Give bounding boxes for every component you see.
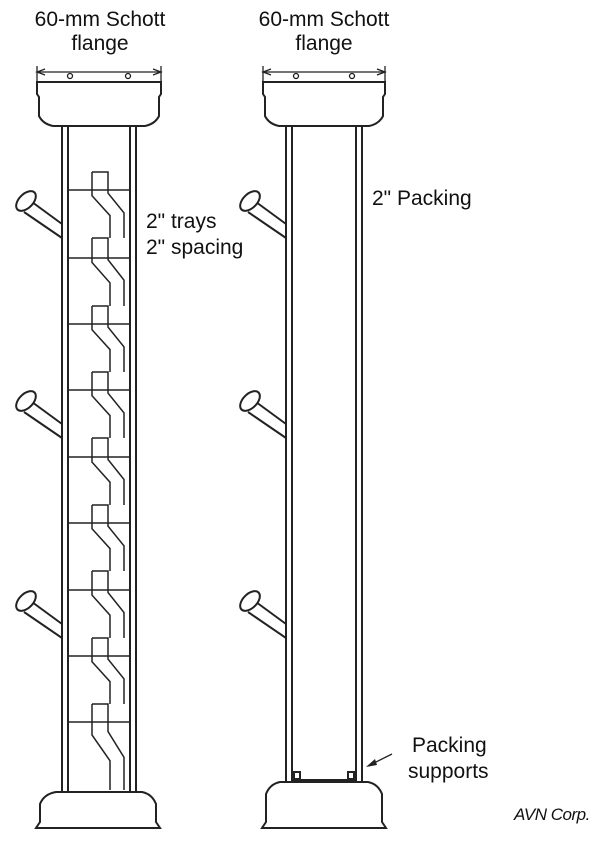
left-side-port-2 — [15, 390, 63, 439]
downcomer — [92, 171, 125, 238]
downcomer — [92, 570, 125, 638]
left-flange-dimension — [35, 66, 163, 82]
right-top-flange — [262, 81, 386, 127]
right-column-packed — [239, 66, 393, 829]
right-side-port-3 — [239, 590, 287, 639]
left-side-port-3 — [15, 590, 63, 639]
downcomer — [92, 237, 125, 306]
downcomer — [92, 504, 125, 571]
downcomer — [91, 505, 111, 571]
left-column-tray — [15, 66, 163, 829]
downcomer — [91, 438, 111, 505]
right-bottom-flange — [260, 781, 388, 829]
left-side-port-1 — [15, 190, 63, 239]
downcomer — [92, 371, 125, 438]
right-flange-label-line1: 60-mm Schott — [258, 8, 390, 31]
trays-label-line2: 2" spacing — [146, 236, 244, 259]
downcomer — [92, 437, 125, 505]
supports-leader-arrow — [366, 753, 393, 767]
right-side-port-1 — [239, 190, 287, 239]
right-flange-label-line2: flange — [295, 32, 353, 55]
downcomer — [92, 305, 125, 372]
supports-label-line1: Packing — [412, 734, 487, 757]
packing-supports — [292, 771, 356, 781]
downcomer — [91, 638, 111, 704]
downcomer — [91, 571, 111, 638]
credit-label: AVN Corp. — [514, 805, 590, 824]
downcomer — [91, 704, 111, 790]
downcomer — [91, 372, 111, 438]
left-flange-label-line1: 60-mm Schott — [34, 8, 166, 31]
downcomer — [91, 306, 111, 372]
right-side-port-2 — [239, 390, 287, 439]
left-bottom-flange — [34, 791, 162, 829]
packing-label: 2" Packing — [372, 187, 472, 210]
downcomer — [92, 637, 125, 704]
downcomer — [92, 703, 125, 790]
left-top-flange — [36, 81, 162, 127]
supports-label-line2: supports — [408, 760, 489, 783]
downcomer — [91, 238, 111, 306]
trays-group — [68, 171, 130, 790]
downcomer — [91, 172, 111, 238]
trays-label-line1: 2" trays — [146, 210, 217, 233]
left-flange-label-line2: flange — [71, 32, 129, 55]
right-flange-dimension — [261, 66, 387, 82]
